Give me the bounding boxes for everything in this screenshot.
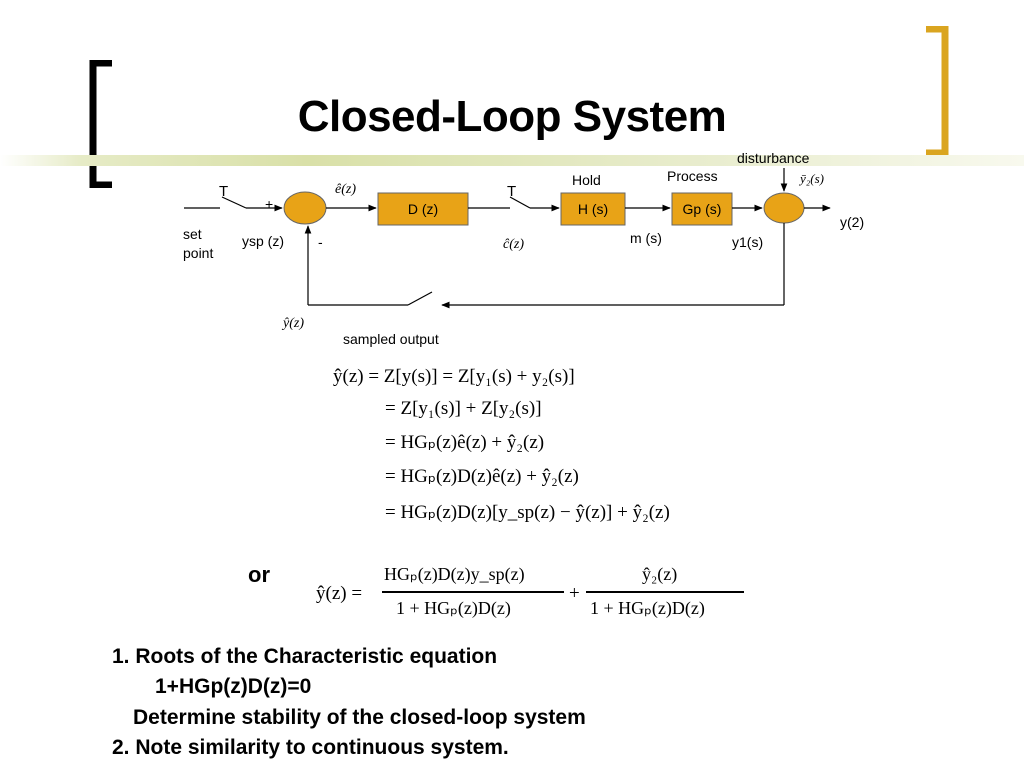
final-plus: +	[569, 583, 580, 604]
final-denominator-1: 1 + HGₚ(z)D(z)	[396, 598, 511, 618]
controller-block-label: D (z)	[407, 201, 439, 217]
final-lhs: ŷ(z) =	[316, 583, 363, 604]
error-label: ê(z)	[335, 182, 356, 197]
final-denominator-2: 1 + HGₚ(z)D(z)	[590, 598, 705, 618]
note-item-2: 2. Note similarity to continuous system.	[112, 736, 509, 759]
sampler-switch-2	[509, 196, 531, 209]
equation-line-5: = HGₚ(z)D(z)[y_sp(z) − ŷ(z)] + ŷ₂(z)	[385, 502, 670, 523]
final-numerator-2: ŷ₂(z)	[642, 564, 678, 584]
hold-block	[560, 192, 626, 226]
y1-label: y1(s)	[732, 234, 764, 250]
or-label: or	[248, 562, 270, 587]
disturbance-label: disturbance	[737, 150, 810, 166]
minus-sign: -	[318, 234, 323, 250]
equation-line-2: = Z[y₁(s)] + Z[y₂(s)]	[385, 398, 542, 419]
equation-line-1: ŷ(z) = Z[y(s)] = Z[y₁(s) + y₂(s)]	[333, 366, 575, 387]
equation-line-4: = HGₚ(z)D(z)ê(z) + ŷ₂(z)	[385, 466, 579, 487]
hold-block-label: H (s)	[577, 201, 609, 217]
fraction-bar-1	[382, 591, 564, 593]
final-numerator-1: HGₚ(z)D(z)y_sp(z)	[384, 564, 525, 584]
process-title: Process	[667, 168, 718, 184]
plus-sign: +	[265, 196, 274, 212]
title-underline-stripe	[0, 155, 1024, 166]
process-block	[671, 192, 733, 226]
note-item-1-sub: Determine stability of the closed-loop s…	[133, 706, 586, 729]
sampler-label-1: T	[219, 183, 229, 200]
disturbance-signal: ȳ₂(s)	[800, 171, 825, 186]
hold-title: Hold	[572, 172, 601, 188]
m-label: m (s)	[630, 230, 662, 246]
equation-line-3: = HGₚ(z)ê(z) + ŷ₂(z)	[385, 432, 545, 453]
sampler-switch-1	[221, 196, 247, 209]
output-label: y(2)	[840, 214, 865, 230]
controller-block	[377, 192, 469, 226]
note-item-1-equation: 1+HGp(z)D(z)=0	[155, 675, 312, 698]
sampler-switch-feedback	[407, 291, 433, 306]
left-bracket-decoration	[89, 60, 112, 188]
note-item-1: 1. Roots of the Characteristic equation	[112, 645, 498, 668]
error-label-below: ĉ(z)	[503, 237, 524, 252]
summing-junction-2	[763, 192, 805, 224]
fraction-bar-2	[586, 591, 744, 593]
ysp-label: ysp (z)	[242, 233, 284, 249]
feedback-label: ŷ(z)	[283, 316, 304, 331]
slide-title: Closed-Loop System	[297, 92, 727, 141]
summing-junction-1	[283, 191, 327, 225]
sampler-label-2: T	[507, 183, 517, 200]
process-block-label: Gp (s)	[682, 201, 722, 217]
sampled-output-label: sampled output	[343, 331, 439, 347]
setpoint-label: set point	[183, 225, 213, 263]
block-diagram	[184, 168, 831, 309]
setpoint-text: set point	[183, 226, 214, 261]
right-bracket-decoration	[926, 26, 949, 156]
